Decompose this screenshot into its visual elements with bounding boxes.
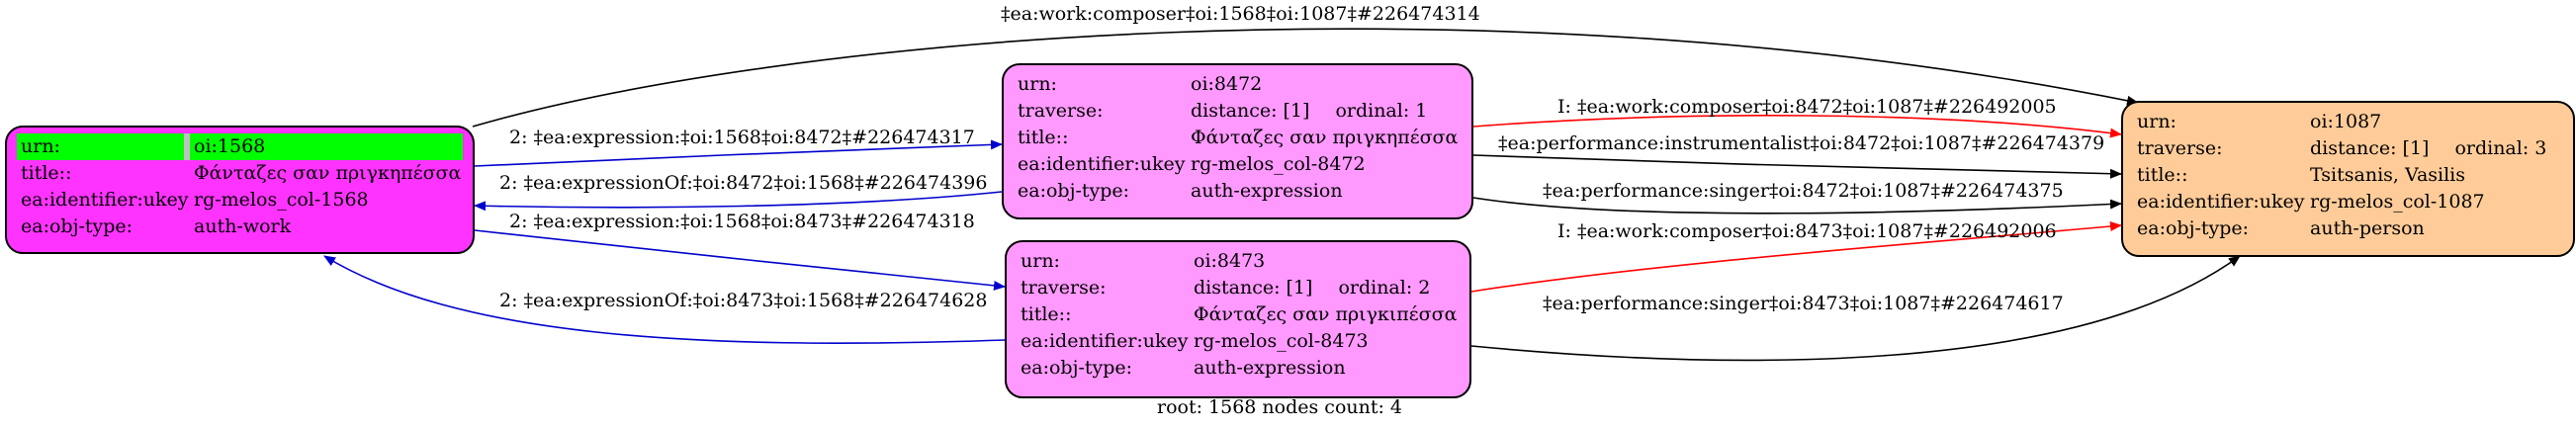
edge-expressionof-8473	[323, 255, 1006, 344]
row-value: Φάνταζες σαν πριγκιπέσσα	[1194, 303, 1458, 325]
row-value: Φάνταζες σαν πριγκηπέσσα	[1191, 127, 1459, 148]
row-ordinal: ordinal: 1	[1335, 100, 1428, 122]
row-key: urn:	[1018, 73, 1057, 95]
row-value: auth-expression	[1194, 357, 1346, 379]
edge-label-composer-8473: I: ‡ea:work:composer‡oi:8473‡oi:1087‡#22…	[1557, 220, 2057, 242]
node-row-title: title:: Tsitsanis, Vasilis	[2133, 162, 2563, 189]
edge-label-expression-8472: 2: ‡ea:expression:‡oi:1568‡oi:8472‡#2264…	[509, 127, 975, 148]
row-value: rg-melos_col-1568	[194, 189, 369, 211]
edge-expression-8473	[474, 229, 1006, 291]
row-key: ea:identifier:ukey	[1018, 153, 1186, 175]
edge-label-singer-8473: ‡ea:performance:singer‡oi:8473‡oi:1087‡#…	[1543, 293, 2064, 314]
edge-label-singer-8472: ‡ea:performance:singer‡oi:8472‡oi:1087‡#…	[1543, 180, 2064, 202]
row-key: urn:	[1021, 250, 1060, 272]
node-row-urn: urn: oi:1087	[2133, 109, 2563, 135]
row-key: title::	[1018, 127, 1069, 148]
node-work-1568[interactable]: urn: oi:1568 title:: Φάνταζες σαν πριγκη…	[5, 126, 475, 254]
edge-label-expressionof-8473: 2: ‡ea:expressionOf:‡oi:8473‡oi:1568‡#22…	[499, 290, 987, 311]
row-key: ea:identifier:ukey	[21, 189, 189, 211]
row-key: ea:identifier:ukey	[2137, 191, 2305, 213]
row-key: title::	[21, 162, 72, 184]
node-row-obj-type: ea:obj-type: auth-expression	[1014, 178, 1462, 205]
row-value: rg-melos_col-8472	[1191, 153, 1366, 175]
node-row-obj-type: ea:obj-type: auth-work	[17, 214, 463, 240]
edge-label-instrumentalist-8472: ‡ea:performance:instrumentalist‡oi:8472‡…	[1498, 132, 2104, 154]
row-value: Φάνταζες σαν πριγκηπέσσα	[194, 162, 462, 184]
edge-singer-8472	[1472, 197, 2122, 214]
row-key: traverse:	[2137, 137, 2223, 159]
graph-footer: root: 1568 nodes count: 4	[1157, 396, 1403, 418]
edge-singer-8473	[1470, 255, 2241, 362]
edge-label-expressionof-8472: 2: ‡ea:expressionOf:‡oi:8472‡oi:1568‡#22…	[499, 172, 987, 194]
row-value: oi:1087	[2310, 111, 2382, 132]
node-row-urn: urn: oi:1568	[17, 133, 463, 160]
row-value: auth-work	[194, 215, 292, 237]
row-value: distance: [1]	[1194, 277, 1313, 299]
row-value: oi:8473	[1194, 250, 1266, 272]
node-row-traverse: traverse: distance: [1] ordinal: 2	[1017, 275, 1460, 301]
node-row-urn: urn: oi:8472	[1014, 71, 1462, 98]
row-key: urn:	[17, 133, 190, 160]
row-key: ea:obj-type:	[1021, 357, 1133, 379]
row-key: ea:obj-type:	[1018, 180, 1130, 202]
node-row-urn: urn: oi:8473	[1017, 248, 1460, 275]
edge-work-composer	[472, 28, 2139, 128]
node-row-identifier: ea:identifier:ukey rg-melos_col-8473	[1017, 328, 1460, 355]
node-person-1087[interactable]: urn: oi:1087 traverse: distance: [1] ord…	[2121, 101, 2575, 257]
node-row-traverse: traverse: distance: [1] ordinal: 1	[1014, 98, 1462, 125]
node-row-obj-type: ea:obj-type: auth-expression	[1017, 355, 1460, 382]
node-row-traverse: traverse: distance: [1] ordinal: 3	[2133, 135, 2563, 162]
node-row-obj-type: ea:obj-type: auth-person	[2133, 215, 2563, 242]
row-key: traverse:	[1021, 277, 1107, 299]
edge-label-composer-8472: I: ‡ea:work:composer‡oi:8472‡oi:1087‡#22…	[1557, 96, 2057, 118]
edge-expressionof-8472	[474, 191, 1003, 212]
row-ordinal: ordinal: 3	[2454, 137, 2547, 159]
row-value: distance: [1]	[1191, 100, 1310, 122]
edge-composer-8472	[1472, 115, 2122, 138]
row-ordinal: ordinal: 2	[1338, 277, 1431, 299]
edge-label-expression-8473: 2: ‡ea:expression:‡oi:1568‡oi:8473‡#2264…	[509, 211, 975, 232]
row-key: ea:identifier:ukey	[1021, 330, 1189, 352]
node-row-identifier: ea:identifier:ukey rg-melos_col-8472	[1014, 151, 1462, 178]
edge-composer-8473	[1470, 221, 2122, 293]
node-row-identifier: ea:identifier:ukey rg-melos_col-1568	[17, 187, 463, 214]
row-key: title::	[1021, 303, 1072, 325]
node-row-title: title:: Φάνταζες σαν πριγκηπέσσα	[17, 160, 463, 187]
node-expression-8473[interactable]: urn: oi:8473 traverse: distance: [1] ord…	[1005, 240, 1471, 398]
row-value: rg-melos_col-8473	[1194, 330, 1369, 352]
row-key: traverse:	[1018, 100, 1104, 122]
row-value: Tsitsanis, Vasilis	[2310, 164, 2466, 186]
row-key: title::	[2137, 164, 2188, 186]
row-value: oi:8472	[1191, 73, 1263, 95]
edge-label-work-composer: ‡ea:work:composer‡oi:1568‡oi:1087‡#22647…	[1001, 3, 1480, 25]
row-key: ea:obj-type:	[2137, 217, 2250, 239]
row-value: oi:1568	[190, 133, 463, 160]
row-key: ea:obj-type:	[21, 215, 133, 237]
row-value: auth-person	[2310, 217, 2425, 239]
row-key: urn:	[2137, 111, 2176, 132]
node-expression-8472[interactable]: urn: oi:8472 traverse: distance: [1] ord…	[1002, 63, 1473, 219]
row-value: distance: [1]	[2310, 137, 2430, 159]
row-value: auth-expression	[1191, 180, 1343, 202]
edge-expression-8472	[474, 139, 1003, 167]
node-row-title: title:: Φάνταζες σαν πριγκηπέσσα	[1014, 125, 1462, 151]
node-row-title: title:: Φάνταζες σαν πριγκιπέσσα	[1017, 301, 1460, 328]
row-value: rg-melos_col-1087	[2310, 191, 2485, 213]
edge-instrumentalist-8472	[1472, 154, 2122, 179]
node-row-identifier: ea:identifier:ukey rg-melos_col-1087	[2133, 189, 2563, 215]
